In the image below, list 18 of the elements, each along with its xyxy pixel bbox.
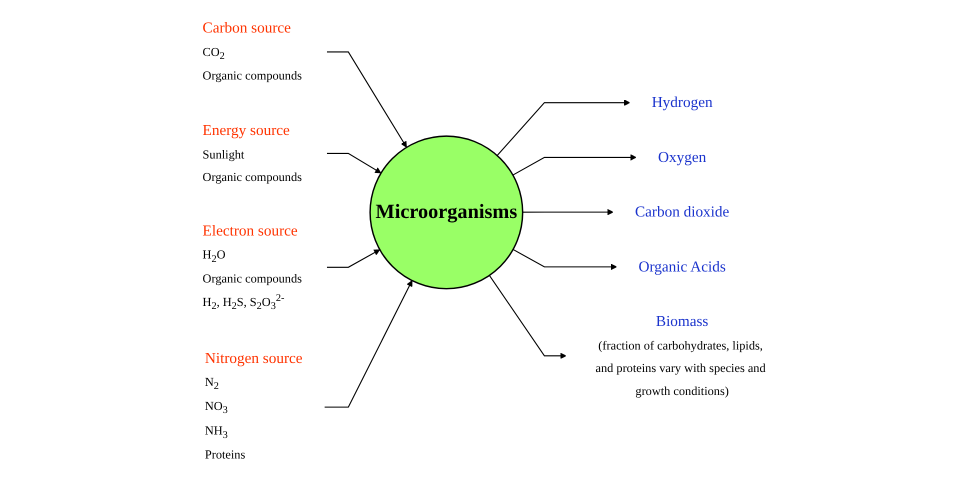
arrow — [326, 152, 381, 174]
node-text: Hydrogen — [651, 93, 712, 111]
node-text: Oxygen — [658, 148, 706, 166]
arrow — [522, 208, 614, 216]
arrow — [512, 154, 636, 176]
node-text: Organic Acids — [638, 258, 726, 276]
arrow — [512, 248, 617, 270]
node-text: Carbon dioxide — [634, 202, 729, 220]
node-text: Biomass (fraction of carbohydrates, lipids, and proteins vary with species and growth conditions) — [595, 312, 766, 398]
arrow — [326, 249, 380, 268]
arrow — [496, 100, 630, 156]
arrow — [324, 280, 412, 408]
node-text: Nitrogen source N$_{2}$ NO$_{3}$ NH$_{3}$ Proteins — [204, 349, 302, 462]
node-text: Carbon source CO$_{2}$ Organic compounds — [202, 18, 302, 83]
arrow — [488, 275, 566, 360]
node-text: Energy source Sunlight Organic compounds — [202, 121, 302, 184]
arrow — [326, 51, 406, 148]
node-circle — [368, 135, 523, 290]
